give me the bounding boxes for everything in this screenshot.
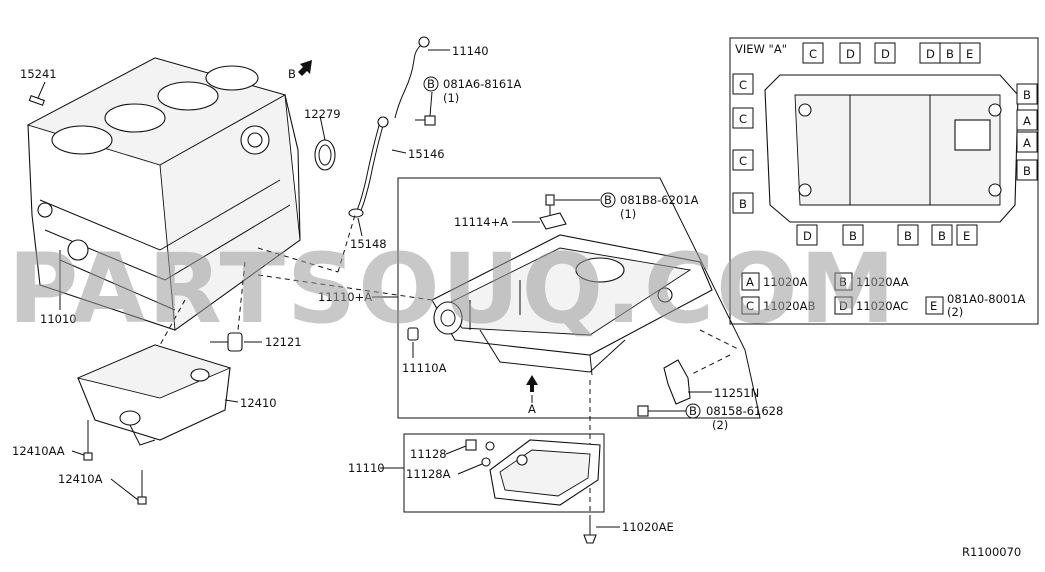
drain-plug-11128[interactable] xyxy=(465,439,495,451)
legend-part: 081A0-8001A xyxy=(947,292,1026,306)
view-legend: A 11020A B 11020AA C 11020AB D 11020AC E… xyxy=(741,272,1026,319)
sensor-12121[interactable] xyxy=(210,332,243,352)
circle-b-marker xyxy=(423,76,439,92)
seal-12279[interactable] xyxy=(314,139,336,171)
bracket-11251N[interactable] xyxy=(663,359,691,405)
callout-11140: 11140 xyxy=(452,44,489,58)
legend-key: C xyxy=(746,299,754,313)
view-top-label: C xyxy=(809,47,817,61)
view-bottom-label: D xyxy=(803,229,812,243)
view-bottom-label: B xyxy=(938,229,946,243)
callout-11110A: 11110A xyxy=(402,361,447,375)
callout-12279: 12279 xyxy=(304,107,341,121)
bolt-081A6[interactable] xyxy=(415,115,436,126)
dowel-11110A[interactable] xyxy=(407,327,419,341)
view-a-oil-pan[interactable] xyxy=(764,74,1019,223)
oil-pump-baffle[interactable] xyxy=(76,344,232,446)
callout-11128: 11128 xyxy=(410,447,447,461)
view-right-label: A xyxy=(1023,114,1031,128)
view-top-label: E xyxy=(966,47,973,61)
callout-11020AE: 11020AE xyxy=(622,520,674,534)
arrow-b-label: B xyxy=(288,67,296,81)
cylinder-block[interactable] xyxy=(26,57,301,331)
view-left-label: B xyxy=(739,197,747,211)
view-title: VIEW "A" xyxy=(735,42,787,56)
lower-oil-pan[interactable] xyxy=(489,439,601,506)
view-letter-boxes: C D D D B E C C C B B A A B D B B B E xyxy=(732,42,1038,246)
view-arrow-a xyxy=(526,375,538,392)
arrow-a-label: A xyxy=(528,402,536,416)
view-left-label: C xyxy=(739,78,747,92)
view-right-label: B xyxy=(1023,164,1031,178)
bolt-11020AE[interactable] xyxy=(583,520,597,544)
callout-08158: 08158-61628 xyxy=(706,404,783,418)
legend-part: 11020AC xyxy=(856,299,908,313)
view-right-label: A xyxy=(1023,136,1031,150)
callout-11114A: 11114+A xyxy=(454,215,508,229)
plug-15241[interactable] xyxy=(28,95,45,106)
callout-12410A: 12410A xyxy=(58,472,103,486)
legend-qty: (2) xyxy=(947,305,963,319)
callout-12410: 12410 xyxy=(240,396,277,410)
callout-081A6: 081A6-8161A xyxy=(443,77,522,91)
circle-b-letter: B xyxy=(604,193,612,207)
circle-b-marker xyxy=(685,403,701,419)
upper-oil-pan[interactable] xyxy=(431,234,713,376)
legend-key: B xyxy=(839,275,847,289)
view-top-label: D xyxy=(881,47,890,61)
legend-part: 11020A xyxy=(763,275,808,289)
callout-12121: 12121 xyxy=(265,335,302,349)
view-bottom-label: B xyxy=(849,229,857,243)
view-right-label: B xyxy=(1023,88,1031,102)
view-left-label: C xyxy=(739,112,747,126)
callout-11110A-plus: 11110+A xyxy=(318,290,372,304)
callout-15241: 15241 xyxy=(20,67,57,81)
view-top-label: D xyxy=(846,47,855,61)
circle-b-letter: B xyxy=(427,77,435,91)
view-top-label: B xyxy=(946,47,954,61)
legend-key: A xyxy=(746,275,754,289)
callout-081B8-qty: (1) xyxy=(620,207,636,221)
lower-oil-pan-frame xyxy=(403,433,605,513)
bolt-12410AA[interactable] xyxy=(83,420,93,461)
callout-08158-qty: (2) xyxy=(712,418,728,432)
dashed-leaders xyxy=(159,214,741,520)
view-top-label: D xyxy=(926,47,935,61)
watermark: PARTSOUQ.COM xyxy=(8,233,897,345)
legend-key: D xyxy=(839,299,848,313)
callout-15148: 15148 xyxy=(350,237,387,251)
washer-11128A[interactable] xyxy=(481,457,491,467)
circle-b-marker xyxy=(600,192,616,208)
view-bottom-label: E xyxy=(963,229,970,243)
view-arrow-b xyxy=(298,60,312,76)
bolt-081B8[interactable] xyxy=(545,194,555,215)
diagram-code: R1100070 xyxy=(962,545,1021,559)
upper-oil-pan-frame xyxy=(397,177,761,419)
view-a-frame xyxy=(729,37,1039,325)
callout-11128A: 11128A xyxy=(406,467,451,481)
callout-081B8: 081B8-6201A xyxy=(620,193,699,207)
callout-081A6-qty: (1) xyxy=(443,91,459,105)
dipstick-11140[interactable] xyxy=(394,36,430,119)
view-bottom-label: B xyxy=(904,229,912,243)
callout-11010: 11010 xyxy=(40,312,77,326)
legend-part: 11020AA xyxy=(856,275,909,289)
dipstick-guide-15146[interactable] xyxy=(348,116,389,218)
legend-key: E xyxy=(930,299,937,313)
callout-leaders xyxy=(37,49,712,528)
bracket-11114A[interactable] xyxy=(539,212,567,230)
circle-b-letter: B xyxy=(689,404,697,418)
callout-11110: 11110 xyxy=(348,461,385,475)
callout-12410AA: 12410AA xyxy=(12,444,65,458)
legend-part: 11020AB xyxy=(763,299,815,313)
view-left-label: C xyxy=(739,154,747,168)
bolt-12410A[interactable] xyxy=(137,470,147,505)
callout-11251N: 11251N xyxy=(714,386,759,400)
callout-15146: 15146 xyxy=(408,147,445,161)
